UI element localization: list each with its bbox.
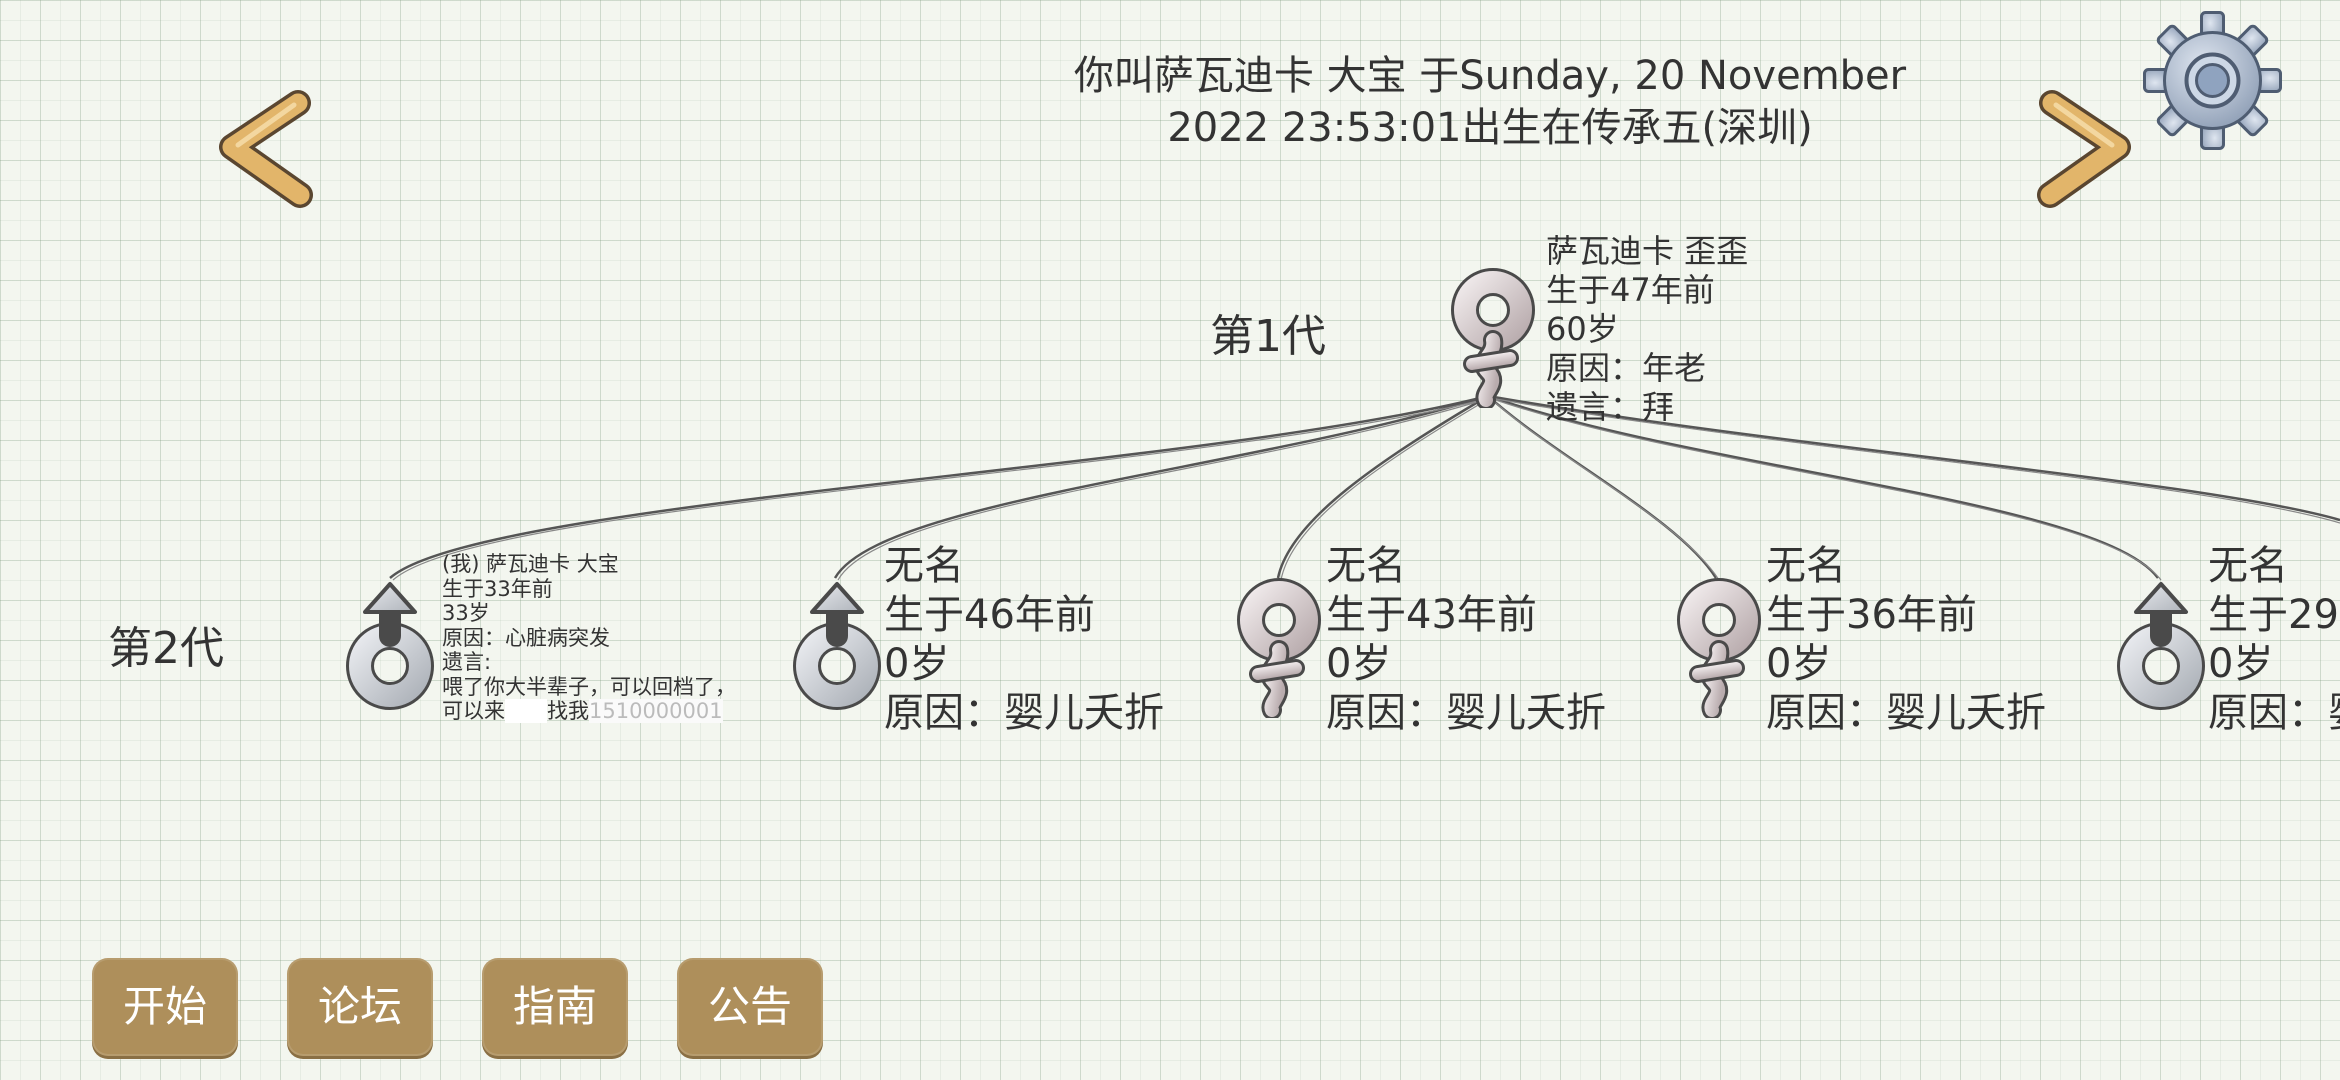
generation-2-label: 第2代 — [108, 623, 224, 674]
next-page-button[interactable] — [2030, 85, 2140, 215]
header-title-line1: 你叫萨瓦迪卡 大宝 于Sunday, 20 November — [1073, 53, 1907, 99]
child-3-name: 无名 — [1766, 543, 1846, 589]
child-1-age: 0岁 — [884, 641, 950, 687]
male-symbol-icon — [792, 578, 882, 718]
child-4-cause: 原因：婴 — [2208, 690, 2340, 736]
child-1-cause: 原因：婴儿夭折 — [884, 690, 1164, 736]
child-3-female-icon[interactable] — [1674, 578, 1764, 718]
child-4-male-icon[interactable] — [2116, 578, 2206, 718]
header-title-line2: 2022 23:53:01出生在传承五(深圳) — [1167, 105, 1813, 151]
female-symbol-icon — [1448, 268, 1538, 408]
child-2-age: 0岁 — [1326, 641, 1392, 687]
child-0-last-words-part2: 找我 — [547, 699, 589, 723]
root-person-cause: 原因：年老 — [1546, 349, 1707, 387]
child-1-male-icon[interactable] — [792, 578, 882, 718]
child-1-name: 无名 — [884, 543, 964, 589]
child-1-info: 无名 生于46年前 0岁 原因：婴儿夭折 — [884, 542, 1164, 738]
child-2-name: 无名 — [1326, 543, 1406, 589]
chevron-right-icon — [2037, 90, 2131, 208]
root-person-last-words: 遗言：拜 — [1546, 388, 1675, 426]
child-4-born: 生于29 — [2208, 592, 2339, 638]
child-2-cause: 原因：婴儿夭折 — [1326, 690, 1606, 736]
root-person-info: 萨瓦迪卡 歪歪 生于47年前 60岁 原因：年老 遗言：拜 — [1546, 232, 1748, 427]
child-0-male-icon[interactable] — [345, 578, 435, 718]
child-0-name: (我) 萨瓦迪卡 大宝 — [442, 552, 619, 576]
child-0-last-words-part1: 可以来 — [442, 699, 505, 723]
settings-button[interactable] — [2140, 8, 2285, 153]
generation-1-label: 第1代 — [1210, 311, 1326, 362]
child-0-info: (我) 萨瓦迪卡 大宝 生于33年前 33岁 原因：心脏病突发 遗言: 喂了你大… — [442, 552, 736, 724]
chevron-left-icon — [219, 90, 313, 208]
forum-button[interactable]: 论坛 — [287, 958, 433, 1056]
female-symbol-icon — [1674, 578, 1764, 718]
child-3-age: 0岁 — [1766, 641, 1832, 687]
child-0-last-words-label: 遗言: — [442, 650, 492, 674]
root-person-female-icon[interactable] — [1448, 268, 1538, 408]
notice-button[interactable]: 公告 — [677, 958, 823, 1056]
child-0-born: 生于33年前 — [442, 576, 553, 601]
child-3-info: 无名 生于36年前 0岁 原因：婴儿夭折 — [1766, 542, 2046, 738]
child-4-info: 无名 生于29 0岁 原因：婴 — [2208, 542, 2340, 738]
guide-button[interactable]: 指南 — [482, 958, 628, 1056]
child-4-age: 0岁 — [2208, 641, 2274, 687]
root-person-born: 生于47年前 — [1546, 271, 1715, 309]
child-0-last-words-line1: 喂了你大半辈子，可以回档了， — [442, 674, 736, 699]
child-2-info: 无名 生于43年前 0岁 原因：婴儿夭折 — [1326, 542, 1606, 738]
header-title: 你叫萨瓦迪卡 大宝 于Sunday, 20 November 2022 23:5… — [950, 50, 2030, 154]
child-0-last-words-line2: 可以来 找我1510000001 — [442, 699, 736, 724]
gear-icon — [2143, 11, 2282, 150]
female-symbol-icon — [1234, 578, 1324, 718]
child-4-name: 无名 — [2208, 543, 2288, 589]
child-2-female-icon[interactable] — [1234, 578, 1324, 718]
prev-page-button[interactable] — [210, 85, 320, 215]
child-0-age: 33岁 — [442, 601, 490, 625]
child-0-last-words-phone: 1510000001 — [589, 699, 723, 723]
root-person-age: 60岁 — [1546, 310, 1619, 348]
child-1-born: 生于46年前 — [884, 592, 1095, 638]
start-button[interactable]: 开始 — [92, 958, 238, 1056]
child-2-born: 生于43年前 — [1326, 592, 1537, 638]
child-3-born: 生于36年前 — [1766, 592, 1977, 638]
child-3-cause: 原因：婴儿夭折 — [1766, 690, 2046, 736]
male-symbol-icon — [2116, 578, 2206, 718]
root-person-name: 萨瓦迪卡 歪歪 — [1546, 232, 1749, 270]
male-symbol-icon — [345, 578, 435, 718]
child-0-cause: 原因：心脏病突发 — [442, 625, 610, 650]
